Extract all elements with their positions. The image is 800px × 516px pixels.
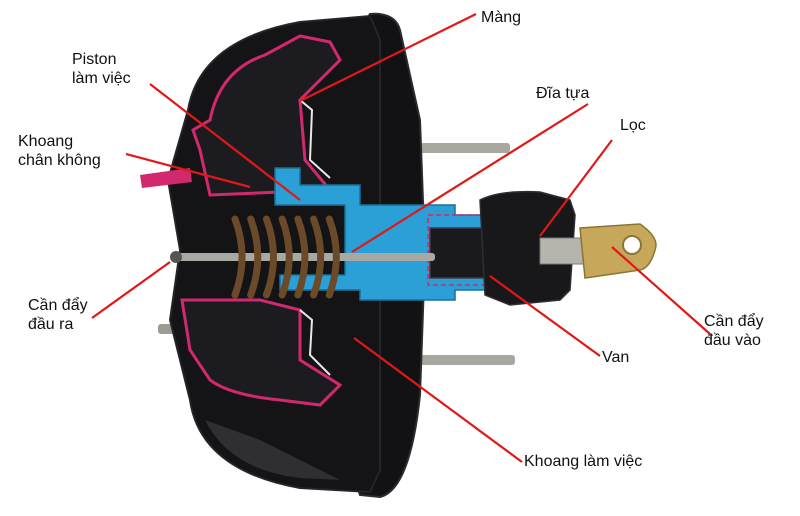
label-can-day-dau-vao: Cần đẩy đầu vào (704, 312, 764, 350)
spring-coil (294, 215, 309, 299)
leader-piston (149, 83, 301, 201)
label-khoang-line1: Khoang (18, 133, 74, 150)
label-piston: Piston làm việc (72, 50, 131, 88)
leader-khoang-lam-viec (353, 337, 523, 463)
spring-coil (310, 215, 325, 299)
leader-can-day-dau-vao (611, 246, 711, 335)
housing-highlight (205, 420, 340, 480)
spring-coil (247, 215, 262, 299)
leader-can-day-dau-ra (91, 261, 171, 319)
spring-coil (262, 215, 277, 299)
label-mang: Màng (481, 9, 522, 26)
spring-coil (325, 215, 340, 299)
leader-mang (299, 13, 477, 102)
upper-section-outline (191, 34, 342, 197)
label-piston-line2: làm việc (72, 70, 131, 87)
diaphragm-lower (299, 309, 331, 376)
spring-coil (278, 215, 293, 299)
label-dia-tua: Đĩa tựa (536, 85, 590, 102)
label-khoang-lam-viec: Khoang làm việc (524, 453, 643, 470)
spring-coil (231, 215, 246, 299)
output-rod-tip (170, 251, 182, 263)
label-can-day-vao-line2: đầu vào (704, 332, 761, 349)
label-piston-line1: Piston (72, 51, 117, 68)
return-spring (231, 215, 340, 299)
leader-van (489, 275, 601, 357)
vacuum-port (140, 168, 192, 188)
lower-section-outline (180, 298, 343, 407)
label-khoang-chan-khong: Khoang chân không (18, 132, 101, 170)
label-can-day-ra-line1: Cần đẩy (28, 297, 88, 314)
label-loc: Lọc (620, 117, 646, 134)
leader-khoang-chan-khong (125, 152, 251, 189)
label-can-day-ra-line2: đầu ra (28, 316, 74, 333)
mounting-stud (420, 143, 510, 153)
leader-loc (539, 139, 613, 237)
clevis-hole (622, 235, 642, 255)
label-khoang-line2: chân không (18, 152, 101, 169)
leader-dia-tua (351, 103, 589, 253)
label-van: Van (602, 349, 630, 366)
label-can-day-dau-ra: Cần đẩy đầu ra (28, 296, 88, 334)
input-push-rod (539, 237, 586, 265)
label-can-day-vao-line1: Cần đẩy (704, 313, 764, 330)
mounting-stud (420, 355, 515, 365)
diaphragm (299, 99, 331, 179)
leader-lines (91, 13, 711, 463)
